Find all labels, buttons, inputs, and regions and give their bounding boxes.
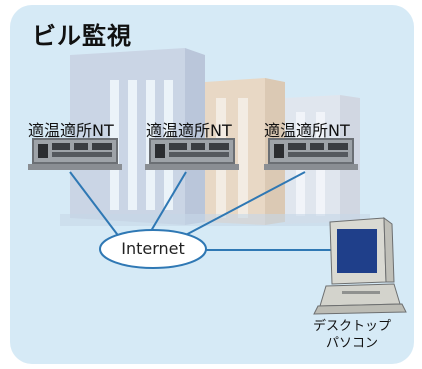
page-title: ビル監視 (32, 22, 132, 50)
internet-cloud (99, 229, 207, 269)
pc-label-line1: デスクトップ (312, 319, 391, 334)
network-lines (69, 171, 335, 251)
controller-device-2 (145, 138, 239, 170)
pc-label-line2: パソコン (325, 336, 378, 351)
device-label: 適温適所NT (28, 121, 114, 140)
device-label: 適温適所NT (146, 121, 232, 140)
desktop-pc-icon (313, 216, 407, 315)
device-label: 適温適所NT (264, 121, 350, 140)
controller-device-3 (264, 138, 358, 170)
controller-device-1 (28, 138, 122, 170)
pc-label: デスクトップ パソコン (312, 318, 392, 352)
internet-label: Internet (121, 239, 185, 258)
